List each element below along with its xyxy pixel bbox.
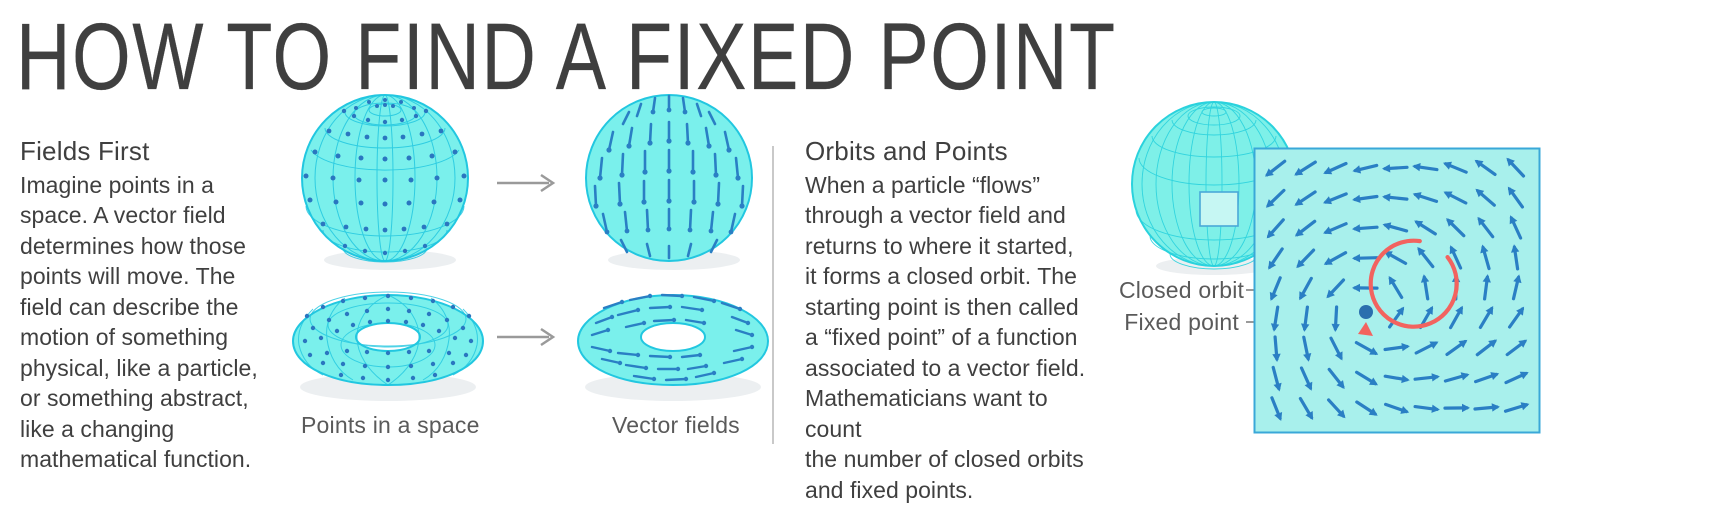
left-column: Fields First Imagine points in a space. … (20, 137, 282, 475)
caption-points-in-a-space: Points in a space (301, 412, 480, 438)
page-title: HOW TO FIND A FIXED POINT (16, 3, 1117, 110)
mid-column-heading: Orbits and Points (805, 136, 1008, 166)
vector-field-panel (1253, 147, 1541, 434)
label-closed-orbit: Closed orbit (1119, 277, 1245, 303)
fixed-point-dot (1359, 305, 1373, 319)
left-column-heading: Fields First (20, 136, 150, 166)
closed-orbit-path (1368, 238, 1459, 329)
sphere-dots (303, 98, 467, 256)
label-fixed-point: Fixed point (1124, 309, 1239, 335)
column-divider (772, 146, 774, 444)
caption-vector-fields: Vector fields (612, 412, 740, 438)
vector-torus-figure (570, 275, 775, 410)
mid-column: Orbits and Points When a particle “flows… (805, 137, 1105, 505)
mid-column-body: When a particle “flows” through a vector… (805, 171, 1086, 503)
arrow-bottom-icon (497, 326, 559, 348)
dotted-sphere-figure (293, 88, 483, 273)
vector-sphere-figure (577, 88, 767, 273)
dotted-torus-figure (285, 275, 490, 410)
left-column-body: Imagine points in a space. A vector fiel… (20, 171, 258, 473)
arrow-top-icon (497, 172, 559, 194)
closed-orbit-arrowhead (1358, 322, 1373, 336)
